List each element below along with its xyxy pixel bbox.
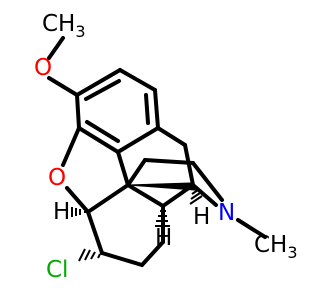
bond-c15-c16 <box>143 158 195 165</box>
bond-ar1-ar2-inner <box>84 79 121 101</box>
hash-c9-h <box>189 186 203 205</box>
bond-n-ch3 <box>236 218 267 239</box>
bond-ar1-ar2 <box>75 68 122 97</box>
bond-o-c5 <box>65 186 90 214</box>
atom-labels: CH3 O O N CH3 Cl H H H <box>34 11 298 283</box>
bonds <box>47 36 267 267</box>
bond-c16-n <box>191 161 224 202</box>
bond-ar3-ar4-inner <box>144 93 150 125</box>
bond-ar5-ar6-inner <box>85 120 120 143</box>
bond-ar5-c13 <box>116 150 130 187</box>
atom-hydrogen-right: H <box>193 204 210 230</box>
hash-c14-h <box>155 210 170 227</box>
bond-ome-o <box>47 36 65 60</box>
atom-n-methyl: CH3 <box>254 232 298 262</box>
bond-ar4-ar5 <box>116 126 160 154</box>
bond-ar6-o <box>61 126 81 167</box>
bond-ar4-c10 <box>156 126 187 147</box>
atom-methyl-top: CH3 <box>42 11 86 41</box>
bond-c5-c13 <box>86 183 130 214</box>
bond-c7-c8 <box>140 240 165 267</box>
bond-ar3-ar4 <box>153 88 160 130</box>
hash-c5-h <box>71 207 86 217</box>
bond-o-ar1 <box>47 76 79 97</box>
molecule-canvas: CH3 O O N CH3 Cl H H H <box>34 11 298 283</box>
bond-ar5-ar6 <box>77 126 120 154</box>
bond-c9-n <box>191 183 218 207</box>
atom-chlorine: Cl <box>46 257 68 283</box>
bond-c10-c9 <box>183 143 195 187</box>
wedge-c13-c9 <box>127 182 197 191</box>
atom-ring-oxygen: O <box>48 165 66 191</box>
bond-ar2-ar3 <box>118 68 157 92</box>
atom-hydrogen-left: H <box>53 199 70 225</box>
bond-c14-c13 <box>126 183 165 208</box>
bond-c5-c6 <box>86 210 104 255</box>
molecule-structure: CH3 O O N CH3 Cl H H H <box>34 11 298 283</box>
bond-ar6-ar1 <box>75 93 81 130</box>
atom-hydrogen-center: H <box>155 225 172 251</box>
hash-c6-cl <box>78 248 101 262</box>
bond-c13-c15 <box>126 158 147 187</box>
atom-ether-oxygen: O <box>34 55 52 81</box>
bond-c6-c7 <box>100 251 144 267</box>
atom-nitrogen: N <box>218 200 235 226</box>
